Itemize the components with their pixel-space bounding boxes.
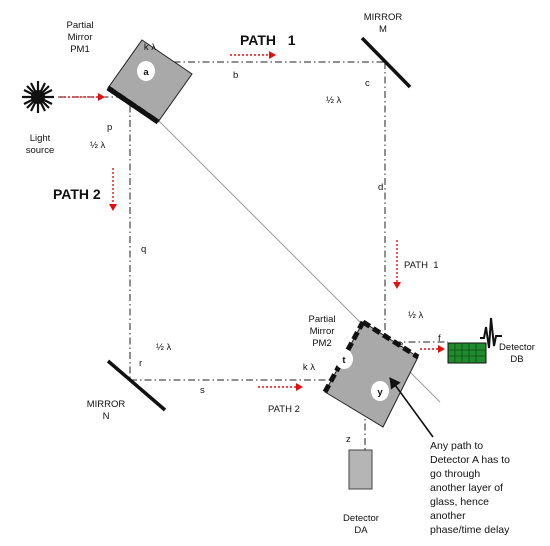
point-f-label: f [438,333,441,344]
point-y-marker [371,381,389,401]
detector-db [447,342,487,364]
point-q-label: q [141,244,146,255]
detector-db-label-line2: DB [510,354,523,365]
pm2-label-line2: Mirror [310,326,335,337]
point-y-label: y [377,387,383,398]
mirror-m [360,36,412,89]
annotation-line-7: phase/time delay [430,524,510,536]
annotation-line-5: glass, hence [430,496,489,508]
half-lambda-right-bottom: ½ λ [408,310,424,321]
mirror-n-label-line2: N [103,411,110,422]
point-z-label: z [346,434,351,445]
detector-da-label-line2: DA [354,525,368,536]
point-d-label: d [378,182,383,193]
path2-bottom-label: PATH 2 [268,404,300,415]
detector-da [348,449,373,490]
path2-left-label: PATH 2 [53,186,101,202]
path1-top-label: PATH 1 [240,32,296,48]
annotation-line-1: Any path to [430,440,483,452]
point-e-label: e [398,339,403,350]
pm1-label-line2: Mirror [68,32,93,43]
mirror-n [106,359,167,412]
direction-arrows [60,51,445,391]
pm1-label-line1: Partial [67,20,94,31]
half-lambda-bottom: ½ λ [156,342,172,353]
point-a-label: a [143,67,149,78]
light-source-label-line2: source [26,145,55,156]
k-lambda-label-1: k λ [144,42,156,53]
pm2-label-line1: Partial [309,314,336,325]
mirror-m-label-line1: MIRROR [364,12,403,23]
point-s-label: s [200,385,205,396]
half-lambda-left: ½ λ [90,140,106,151]
half-lambda-right-top: ½ λ [326,95,342,106]
partial-mirror-pm1 [106,39,193,125]
waveform-icon [480,317,502,349]
mirror-n-label-line1: MIRROR [87,399,126,410]
detector-db-grid [448,343,486,363]
point-t-marker [335,349,353,369]
point-b-label: b [233,70,238,81]
detector-da-label-line1: Detector [343,513,379,524]
point-c-label: c [365,78,370,89]
point-a-marker [137,61,155,81]
annotation-line-2: Detector A has to [430,454,510,466]
pm1-label-line3: PM1 [70,44,90,55]
path1-right-label: PATH 1 [404,260,439,271]
point-r-label: r [139,358,142,369]
point-t-label: t [342,355,346,366]
annotation-line-4: another layer of [430,482,503,494]
light-source-label-line1: Light [30,133,51,144]
detector-db-label-line1: Detector [499,342,535,353]
k-lambda-label-2: k λ [303,362,315,373]
annotation-text: Any path to Detector A has to go through… [430,440,510,536]
light-source-icon [22,81,54,113]
partial-mirror-pm2 [322,319,420,428]
point-p-label: p [107,122,112,133]
annotation-arrow [389,377,434,438]
annotation-line-6: another [430,510,466,522]
annotation-line-3: go through [430,468,480,480]
pm2-label-line3: PM2 [312,338,332,349]
mirror-m-label-line2: M [379,24,387,35]
